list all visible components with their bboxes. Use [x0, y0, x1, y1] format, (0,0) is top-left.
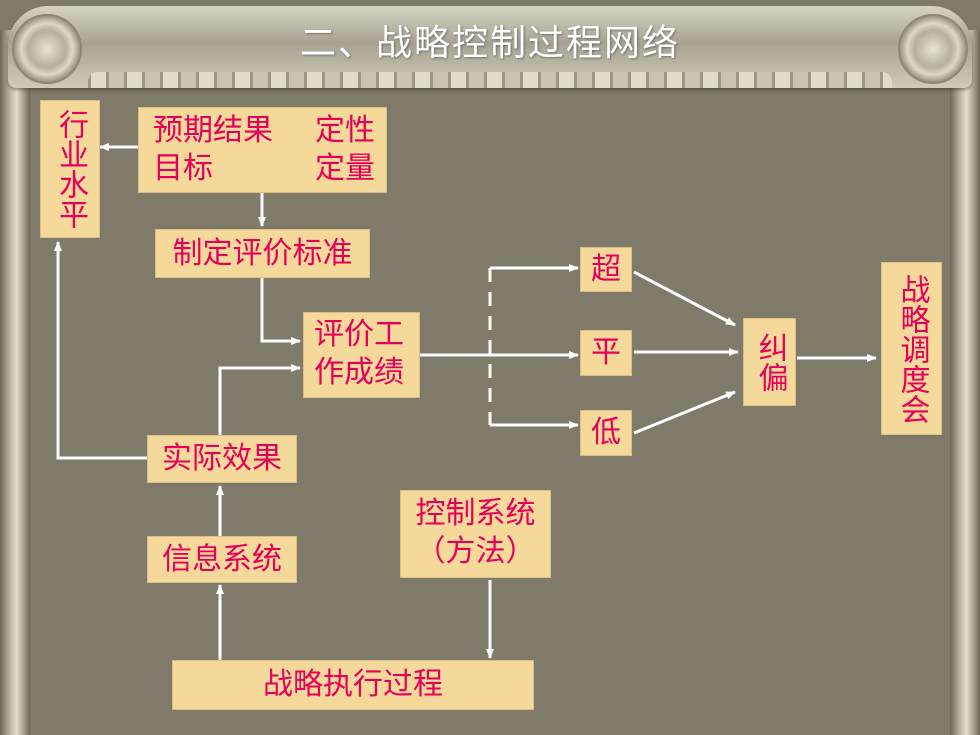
expected-results-label: 预期结果: [153, 113, 273, 148]
box-control-system: 控制系统 （方法）: [400, 490, 551, 578]
set-standards-label: 制定评价标准: [172, 235, 353, 271]
page-title: 二、战略控制过程网络: [299, 23, 680, 64]
column-capital-decoration: [8, 6, 972, 88]
quantitative-label: 定量: [315, 151, 375, 186]
scroll-volute-left-icon: [12, 14, 82, 84]
box-exceed: 超: [580, 247, 632, 292]
industry-level-label: 行业水平: [53, 109, 88, 229]
egg-and-dart-molding: [88, 72, 892, 88]
below-label: 低: [591, 415, 621, 450]
arrow-actual-to-industry: [54, 241, 147, 460]
correct-deviation-label: 纠偏: [752, 332, 788, 392]
expected-row-2: 目标 定量: [153, 150, 386, 188]
column-right-decoration: [950, 30, 980, 735]
control-line-2: （方法）: [415, 534, 536, 569]
actual-effect-label: 实际效果: [162, 441, 282, 476]
exceed-label: 超: [591, 251, 621, 287]
box-correct-deviation: 纠偏: [743, 318, 796, 406]
arrow-actual-to-evaluate: [218, 364, 301, 435]
strategy-adjustment-label: 战略调度会: [894, 273, 930, 424]
box-below: 低: [580, 410, 632, 456]
box-set-standards: 制定评价标准: [155, 229, 370, 278]
info-system-label: 信息系统: [162, 541, 282, 577]
execution-process-label: 战略执行过程: [263, 667, 443, 702]
equal-label: 平: [591, 335, 621, 370]
box-actual-effect: 实际效果: [147, 435, 297, 483]
box-expected-results: 预期结果 定性 目标 定量: [138, 107, 387, 193]
goal-label: 目标: [153, 151, 213, 186]
evaluate-line-1: 评价工: [314, 317, 404, 352]
evaluate-line-2: 作成绩: [314, 355, 404, 390]
box-info-system: 信息系统: [147, 536, 297, 583]
arrow-standards-to-evaluate: [260, 278, 301, 345]
box-evaluate-performance: 评价工 作成绩: [303, 312, 420, 398]
box-execution-process: 战略执行过程: [172, 660, 534, 710]
arrow-below-to-correct: [633, 390, 736, 435]
expected-row-1: 预期结果 定性: [153, 112, 386, 150]
scroll-volute-right-icon: [898, 14, 968, 84]
box-strategy-adjustment: 战略调度会: [881, 262, 942, 435]
qualitative-label: 定性: [315, 113, 375, 148]
box-industry-level: 行业水平: [40, 100, 100, 238]
arrow-exceed-to-correct: [633, 270, 736, 327]
box-equal: 平: [580, 330, 632, 376]
control-line-1: 控制系统: [415, 496, 536, 531]
column-left-decoration: [0, 30, 30, 735]
